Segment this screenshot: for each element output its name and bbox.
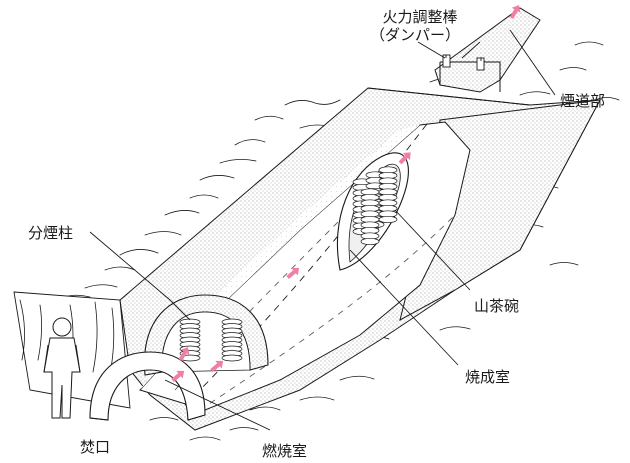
flow-arrow-icon [210,360,224,373]
flow-arrow-icon [171,370,185,383]
bowls-label: 山茶碗 [474,297,520,315]
damper-label: 火力調整棒 （ダンパー） [370,8,460,44]
flow-arrow-icon [398,152,411,165]
damper-label-line1: 火力調整棒 [382,8,458,26]
bowl-stack [360,188,380,246]
flow-arrow-icon [286,267,300,280]
separator-pillars [179,318,243,362]
flow-arrows [171,5,521,383]
bowl-stacks-upper [352,166,398,246]
person-silhouette-icon [43,317,81,419]
firing-chamber-label: 焼成室 [465,368,511,386]
damper-label-line2: （ダンパー） [370,26,461,44]
leader-lines [89,29,556,431]
stoke-hole-arch [89,351,206,421]
combustion-chamber-label: 燃焼室 [262,442,308,460]
separator-pillar-label: 分煙柱 [28,224,74,242]
separator-pillar [221,318,243,362]
flow-arrow-icon [509,5,521,20]
flow-arrow-icon [178,347,190,362]
bowl-stack [378,166,398,224]
stoke-hole-label: 焚口 [80,438,111,456]
flue-structure [434,7,541,93]
separator-pillar [179,318,201,362]
flue-label: 煙道部 [560,92,606,110]
